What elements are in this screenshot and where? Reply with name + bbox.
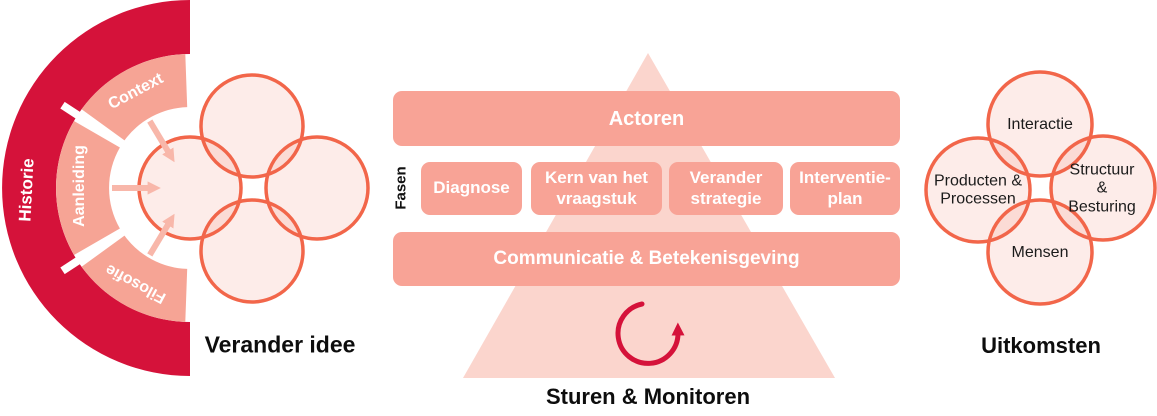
phase-box-interventieplan: Interventie- plan xyxy=(790,162,900,215)
historie-ring xyxy=(2,0,190,376)
idea-circle-right xyxy=(264,135,370,241)
historie-ring-label: Historie xyxy=(15,157,38,223)
caption-verander-idee: Verander idee xyxy=(204,331,356,358)
phase-box-verander-strategie: Verander strategie xyxy=(669,162,783,215)
segment-filosofie xyxy=(81,235,188,322)
bar-communicatie: Communicatie & Betekenisgeving xyxy=(393,232,900,286)
outcome-circle-mensen xyxy=(986,198,1094,306)
bar-actoren: Actoren xyxy=(393,91,900,146)
outcomes-graphic xyxy=(924,70,1157,306)
arrow-from-filosofie-icon xyxy=(147,213,175,257)
caption-sturen-monitoren: Sturen & Monitoren xyxy=(545,384,751,409)
segment-label-aanleiding: Aanleiding xyxy=(71,145,88,227)
outcome-label-mensen: Mensen xyxy=(1011,243,1069,261)
segment-context xyxy=(81,54,188,141)
outcome-label-producten-processen: Producten & Processen xyxy=(933,172,1023,208)
ring-notch xyxy=(60,101,85,122)
fasen-axis-label: Fasen xyxy=(392,166,410,210)
segment-aanleiding xyxy=(56,121,120,255)
cycle-arrow-icon xyxy=(615,301,685,366)
phase-box-kern-van-het-vraagstuk: Kern van het vraagstuk xyxy=(531,162,662,215)
outcome-label-interactie: Interactie xyxy=(1007,115,1073,133)
caption-uitkomsten: Uitkomsten xyxy=(981,333,1101,358)
phase-triangle-graphic xyxy=(463,53,835,378)
history-arc-graphic xyxy=(2,0,370,376)
ring-notch xyxy=(60,254,85,275)
triangle-shape xyxy=(463,53,835,378)
outcome-label-structuur-besturing: Structuur & Besturing xyxy=(1068,161,1136,216)
arrow-from-context-icon xyxy=(147,119,175,163)
idea-circle-center xyxy=(137,135,243,241)
phase-box-diagnose: Diagnose xyxy=(421,162,522,215)
